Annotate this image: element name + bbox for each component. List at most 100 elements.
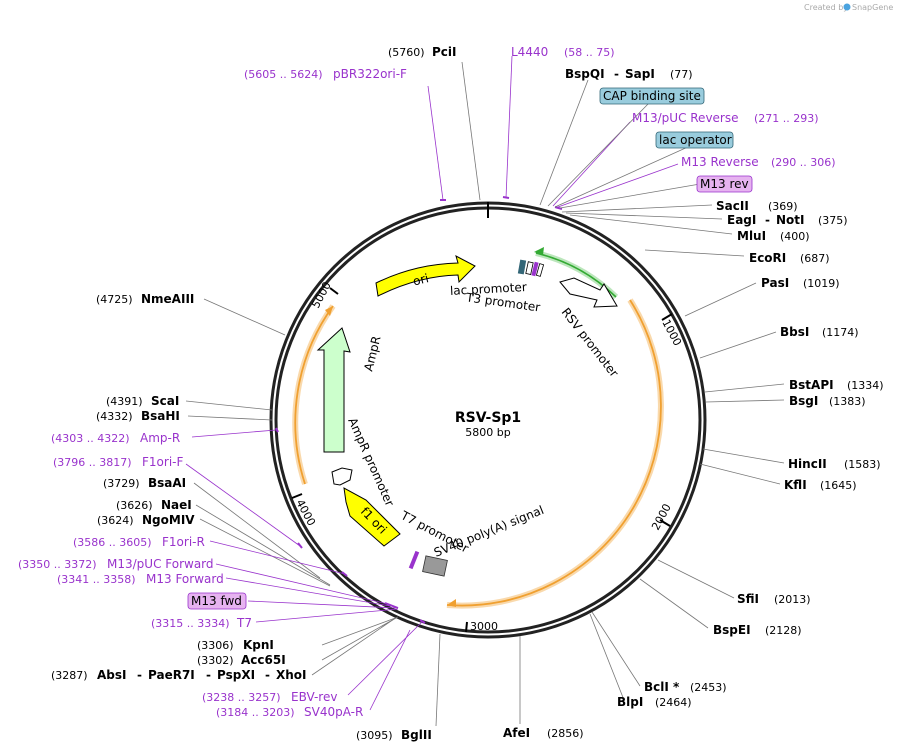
credit-brand: SnapGene	[852, 3, 893, 12]
f1ori-r-leader	[209, 540, 346, 575]
ampr-arrow	[316, 327, 351, 453]
acc65i-leader	[321, 617, 397, 661]
bsahi-leader	[187, 415, 273, 421]
rsv-promoter-arrow	[559, 277, 618, 308]
pasi-pos: (1019)	[803, 277, 840, 290]
t7-marker	[408, 550, 420, 570]
kfli-pos: (1645)	[820, 479, 857, 492]
m13-rev-pos: (290 .. 306)	[771, 156, 836, 169]
m13-rev-name: M13 Reverse	[681, 155, 759, 169]
ampr-primer-leader	[191, 429, 277, 438]
ngomiv-pos: (3624)	[97, 514, 134, 527]
eagi-name: EagI	[727, 213, 756, 227]
bspqi-leader	[539, 79, 589, 206]
lac-operator-box	[655, 131, 734, 149]
lac-promoter-marker	[525, 261, 534, 275]
sfii-name: SfiI	[737, 592, 759, 606]
m13puc-fwd-pos: (3350 .. 3372)	[18, 558, 97, 571]
nmeaiii-name: NmeAIII	[141, 292, 194, 306]
ampr-primer-name: Amp-R	[140, 431, 180, 445]
kfli-name: KflI	[784, 478, 807, 492]
eagi-sep: -	[765, 213, 770, 227]
f1ori-f-name: F1ori-F	[142, 455, 183, 469]
scai-leader	[185, 400, 273, 411]
green-arc-arrow-icon	[534, 247, 544, 255]
pbr322-name: pBR322ori-F	[333, 67, 407, 81]
kpni-name: KpnI	[243, 638, 274, 652]
snapgene-logo-icon	[843, 3, 851, 11]
naei-pos: (3626)	[116, 499, 153, 512]
m13-rev-box-label: M13 rev	[700, 177, 749, 191]
afei-pos: (2856)	[547, 727, 584, 740]
m13-fwd-leader	[225, 577, 391, 607]
blpi-pos: (2464)	[655, 696, 692, 709]
hincii-leader	[702, 448, 785, 464]
m13puc-fwd-name: M13/pUC Forward	[107, 557, 214, 571]
pcii-leader	[461, 61, 481, 201]
afei-name: AfeI	[503, 726, 530, 740]
cap-binding-label: CAP binding site	[603, 89, 701, 103]
sfii-pos: (2013)	[774, 593, 811, 606]
kpni-pos: (3306)	[197, 639, 234, 652]
bsgi-leader	[705, 399, 785, 403]
f1ori-f-primer-marker	[297, 542, 303, 549]
mlui-leader	[569, 214, 733, 235]
m13rev-box-leader	[559, 183, 701, 209]
m13-rev-box	[696, 175, 753, 193]
sv40pa-r-name: SV40pA-R	[304, 705, 363, 719]
bsgi-name: BsgI	[789, 394, 818, 408]
m13-rev-marker	[531, 261, 539, 277]
f1-ori-arrow	[343, 487, 401, 547]
tick-3000: 3000	[470, 620, 498, 633]
pasi-leader	[684, 282, 757, 317]
sapi-name: SapI	[625, 67, 655, 81]
m13-rev-primer-marker	[554, 206, 563, 210]
pcii-name: PciI	[432, 45, 457, 59]
tick-mark-1000	[661, 313, 673, 321]
m13fwd-box-leader	[247, 600, 397, 609]
m13puc-rev-name: M13/pUC Reverse	[632, 111, 739, 125]
m13puc-rev-pos: (271 .. 293)	[754, 112, 819, 125]
m13-rev-leader	[557, 163, 679, 208]
ngomiv-leader	[199, 518, 331, 587]
cap-site-marker	[517, 259, 527, 275]
l4440-pos: (58 .. 75)	[564, 46, 615, 59]
naei-leader	[195, 504, 331, 586]
m13-fwd-box	[187, 592, 247, 610]
plasmid-size: 5800 bp	[465, 426, 510, 439]
absi-leader	[311, 618, 395, 676]
f1ori-f-pos: (3796 .. 3817)	[53, 456, 132, 469]
sfii-leader	[657, 559, 735, 599]
blpi-name: BlpI	[617, 695, 643, 709]
bcli-leader	[591, 611, 641, 687]
bcli-name: BclI *	[644, 680, 680, 694]
nmeaiii-pos: (4725)	[96, 293, 133, 306]
rsv-promoter-label: RSV promoter	[559, 305, 622, 380]
bspei-name: BspEI	[713, 623, 751, 637]
t7-leader	[255, 608, 399, 623]
acc65i-name: Acc65I	[241, 653, 286, 667]
bsaai-pos: (3729)	[103, 477, 140, 490]
tick-mark-4000	[291, 493, 303, 499]
bspei-leader	[639, 578, 709, 629]
tick-mark-3000	[465, 621, 468, 633]
eagi-leader	[565, 212, 723, 220]
sv40-box	[422, 555, 448, 577]
ori-label: ori	[412, 271, 431, 288]
plasmid-name: RSV-Sp1	[455, 410, 521, 426]
pcii-pos: (5760)	[388, 46, 425, 59]
pbr322-leader	[427, 85, 444, 201]
ecori-leader	[644, 249, 745, 257]
ampr-primer-marker	[275, 427, 279, 433]
scai-name: ScaI	[151, 394, 179, 408]
bstapi-leader	[704, 383, 785, 393]
l4440-leader	[505, 55, 513, 199]
m13puc-fwd-leader	[215, 563, 389, 605]
m13-fwd-name: M13 Forward	[146, 572, 224, 586]
mlui-name: MluI	[737, 229, 766, 243]
f1ori-r-pos: (3586 .. 3605)	[73, 536, 152, 549]
bsahi-pos: (4332)	[96, 410, 133, 423]
pspxi-name: PspXI	[217, 668, 255, 682]
bcli-pos: (2453)	[690, 681, 727, 694]
blpi-leader	[589, 613, 625, 701]
